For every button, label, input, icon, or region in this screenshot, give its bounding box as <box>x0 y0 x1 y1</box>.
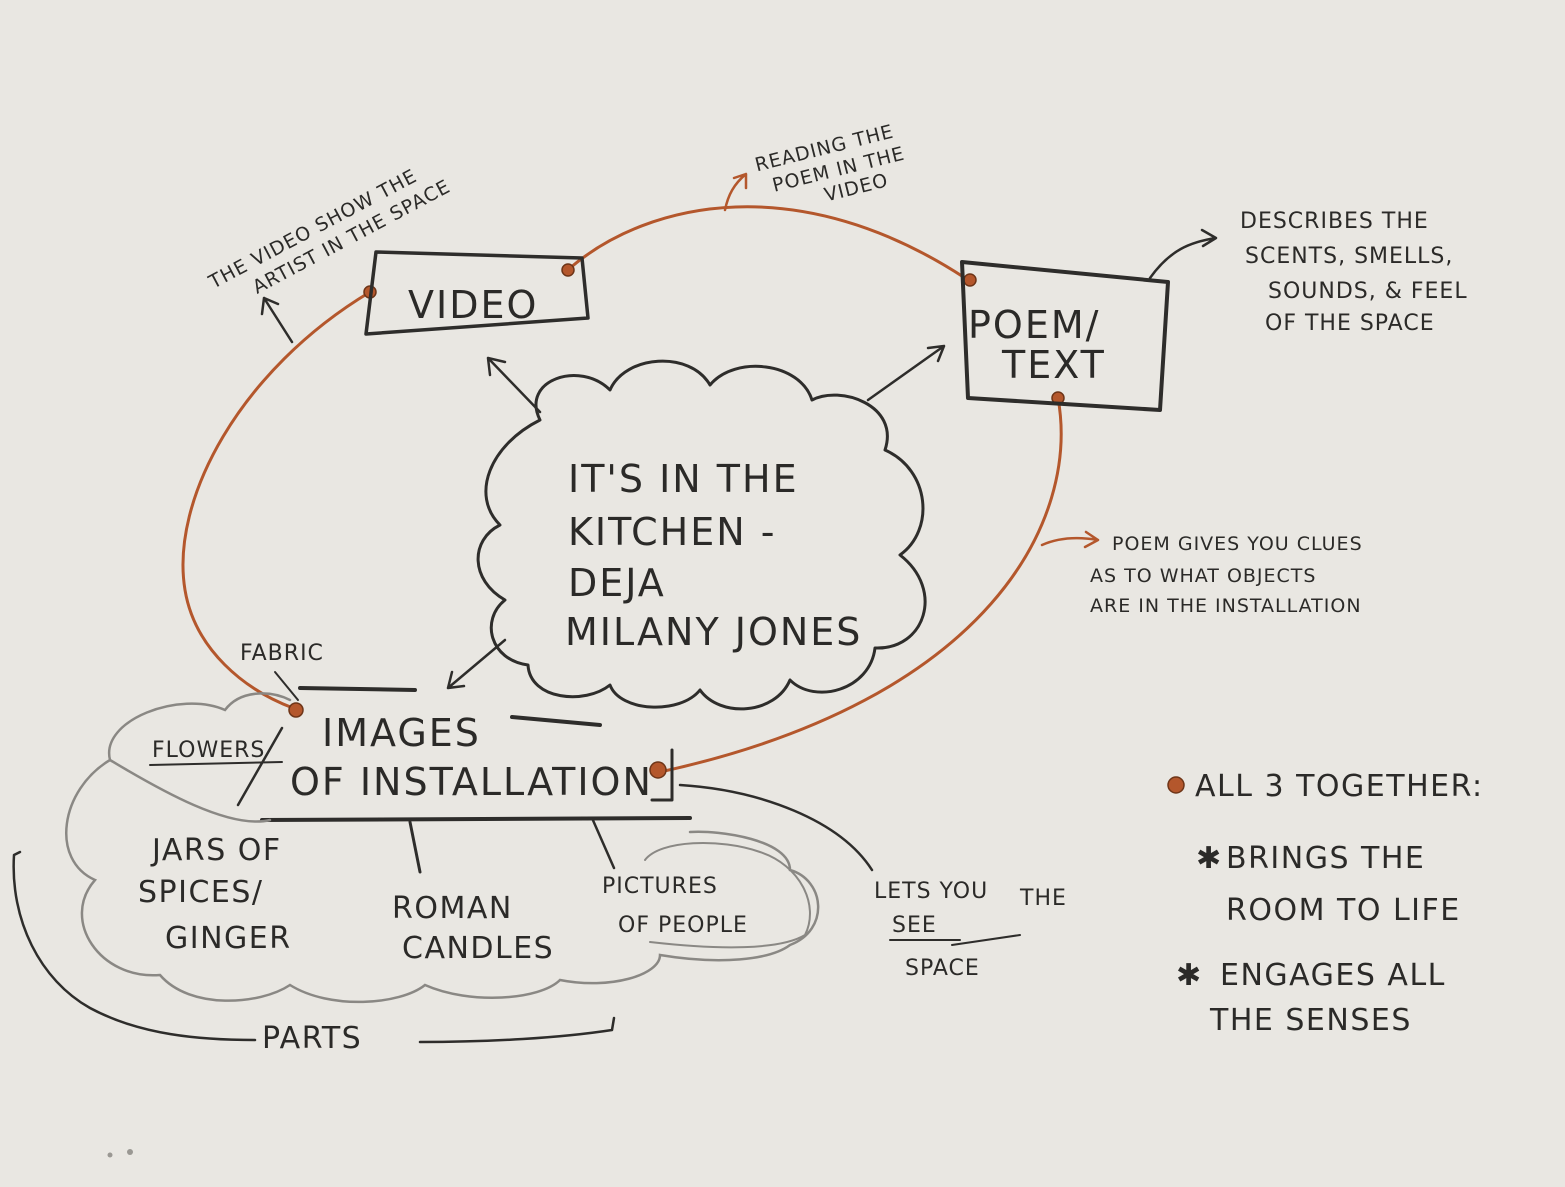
part-candles-line-1: Roman <box>392 891 513 926</box>
branch-pictures <box>590 816 616 870</box>
note-poem-describes: Describes the scents, smells, sounds, & … <box>1148 209 1468 336</box>
pictures-bubble-outline <box>644 841 811 949</box>
part-jars-line-1: Jars of <box>150 833 282 868</box>
poem-text-label-line-1: Poem/ <box>968 303 1100 347</box>
see-connector-line <box>951 934 1021 946</box>
part-pictures-line-1: Pictures <box>602 874 718 899</box>
part-jars-line-2: spices/ <box>138 875 264 910</box>
summary-orange-dot <box>1167 776 1185 794</box>
parts-cloud: Parts Fabric Flowers Jars of spices/ Gin… <box>12 641 820 1056</box>
note-describes-line-4: of the space <box>1265 311 1435 336</box>
note-clues-line-3: are in the installation <box>1090 595 1362 617</box>
poem-text-box <box>960 260 1170 412</box>
link-dot-images-left <box>288 702 304 718</box>
central-topic-cloud: It's in the Kitchen - Deja Milany Jones <box>476 359 927 711</box>
connector-poem-to-images <box>658 396 1063 774</box>
node-images-of-installation: Images of Installation <box>260 686 874 872</box>
summary-bullet-1-star: ✱ <box>1196 841 1223 876</box>
smudge-1 <box>107 1152 113 1158</box>
link-dot-poem-top <box>963 273 977 287</box>
node-video: Video <box>364 250 590 336</box>
part-fabric: Fabric <box>240 641 324 666</box>
branch-flowers-jars <box>236 726 284 807</box>
video-label: Video <box>408 283 538 327</box>
central-topic-line-2: Kitchen - <box>568 510 776 554</box>
arrow-to-reading-note <box>723 172 748 212</box>
note-clues-line-2: as to what objects <box>1090 565 1316 587</box>
note-describes-line-1: Describes the <box>1240 209 1429 234</box>
summary-bullet-2-line-2: the senses <box>1209 1003 1412 1038</box>
link-dot-images-right <box>649 761 667 779</box>
branch-fabric <box>274 671 299 701</box>
images-right-tick <box>650 748 674 802</box>
central-topic-line-4: Milany Jones <box>565 610 862 654</box>
arrow-cloud-to-poem <box>866 344 946 402</box>
cloud-arrows <box>446 344 946 690</box>
branch-candles <box>408 820 422 874</box>
summary-bullet-1-line-1: Brings the <box>1226 841 1425 876</box>
summary-bullet-2-star: ✱ <box>1176 958 1203 993</box>
parts-cloud-outline <box>65 692 820 1004</box>
connector-video-to-images <box>181 290 372 710</box>
arrow-video-artist <box>260 296 294 344</box>
summary-block: All 3 together: ✱ Brings the Room to lif… <box>1167 769 1484 1038</box>
part-candles-line-2: Candles <box>402 931 554 966</box>
note-clues-line-1: Poem gives you clues <box>1112 533 1363 555</box>
note-describes-line-2: scents, smells, <box>1245 244 1453 269</box>
part-pictures-line-2: of People <box>618 913 748 938</box>
parts-bracket <box>12 850 257 1042</box>
note-reading-poem: Reading the poem in the video <box>753 121 907 207</box>
images-bottom-bar <box>260 816 692 822</box>
images-label-line-2: of Installation <box>290 760 653 804</box>
line-to-lets-you-see <box>678 783 874 872</box>
images-top-bar <box>298 686 417 692</box>
node-poem-text: Poem/ Text <box>960 260 1170 412</box>
note-see-line-1: Lets you <box>874 879 988 904</box>
central-topic-line-1: It's in the <box>568 457 799 501</box>
summary-bullet-2-line-1: Engages all <box>1220 958 1446 993</box>
arrow-cloud-to-video <box>486 356 542 414</box>
summary-bullet-1-line-2: Room to life <box>1226 893 1461 928</box>
part-jars-line-3: Ginger <box>165 921 292 956</box>
note-lets-you-see: Lets you see the space <box>874 879 1067 981</box>
link-dot-video-right <box>561 263 575 277</box>
orange-connection-loop <box>181 172 1100 779</box>
cloud-outline <box>476 359 927 711</box>
arrow-poem-describes <box>1148 228 1218 280</box>
arrow-cloud-to-images <box>446 638 507 690</box>
flowers-underline <box>149 761 283 766</box>
video-box <box>364 250 590 336</box>
part-flowers: Flowers <box>152 738 265 763</box>
note-poem-clues: Poem gives you clues as to what objects … <box>1090 533 1363 617</box>
paper-smudges <box>107 1149 133 1158</box>
central-topic-line-3: Deja <box>568 561 666 605</box>
parts-bracket-right <box>418 1016 616 1044</box>
note-see-line-4: space <box>905 956 980 981</box>
note-describes-line-3: sounds, & feel <box>1268 279 1468 304</box>
summary-heading: All 3 together: <box>1195 769 1484 804</box>
images-label-line-1: Images <box>322 711 481 755</box>
images-top-bar-right <box>510 715 602 727</box>
arrow-to-poem-clues-note <box>1040 530 1100 549</box>
note-see-line-3: the <box>1019 886 1067 911</box>
smudge-2 <box>127 1149 133 1155</box>
note-see-line-2: see <box>892 913 937 938</box>
parts-label: Parts <box>262 1021 362 1056</box>
poem-text-label-line-2: Text <box>1001 343 1106 387</box>
connector-video-to-poem <box>568 205 967 280</box>
